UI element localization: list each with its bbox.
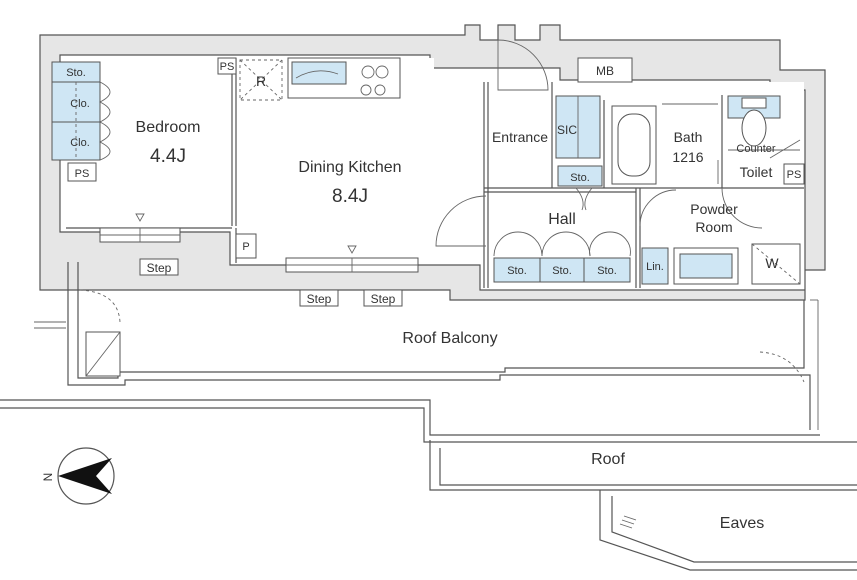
bedroom-ps-label: PS [75, 168, 90, 180]
bedroom-ps [67, 162, 97, 182]
bedroom-closets [51, 61, 111, 182]
kitchen-sink [291, 61, 347, 85]
bedroom-size: 4.4J [150, 146, 186, 167]
bath-size: 1216 [672, 149, 703, 165]
hall-storage-2-label: Sto. [552, 265, 572, 277]
compass-icon [57, 447, 115, 505]
ps-label-3: PS [787, 169, 802, 181]
dining-kitchen-label: Dining Kitchen [298, 159, 401, 176]
pipe-label: P [242, 241, 249, 253]
compass-north-label: N [41, 473, 55, 482]
hall-storage-3-label: Sto. [597, 265, 617, 277]
kitchen-window [285, 245, 419, 273]
entrance-label: Entrance [492, 129, 548, 145]
refrigerator-space [239, 59, 283, 101]
hall-storage-1-label: Sto. [507, 265, 527, 277]
bath-label: Bath [674, 129, 703, 145]
ps-label-2: PS [220, 61, 235, 73]
hall-storage-1 [493, 257, 541, 283]
kitchen-door [435, 195, 487, 247]
step-box-1 [139, 258, 179, 276]
bathtub [611, 103, 719, 185]
hall-storage-3 [583, 257, 631, 283]
kitchen-counter [287, 57, 401, 99]
entrance-door [497, 39, 549, 91]
toilet-door [721, 187, 763, 229]
pipe-box [235, 233, 257, 259]
meter-box [577, 57, 633, 83]
closet-label-1: Clo. [70, 98, 90, 110]
toilet-label: Toilet [740, 164, 773, 180]
closet-label-2: Clo. [70, 137, 90, 149]
linen-label: Lin. [646, 261, 664, 273]
step-label-2: Step [307, 292, 332, 306]
linen-storage [641, 247, 669, 285]
hall-storage-top-label: Sto. [570, 172, 590, 184]
step-box-3 [363, 289, 403, 307]
step-label-3: Step [371, 292, 396, 306]
refrigerator-label: R [256, 73, 266, 89]
powder-room-label-2: Room [695, 219, 732, 235]
bedroom-window [99, 213, 181, 243]
counter-label: Counter [736, 143, 775, 155]
eaves-label: Eaves [720, 515, 764, 532]
roof-balcony-label: Roof Balcony [402, 330, 497, 347]
shoe-closet-label: SIC [557, 123, 577, 137]
washer-label: W [765, 255, 779, 271]
roof-outline [0, 399, 857, 571]
storage-door [575, 187, 593, 211]
hall-label: Hall [548, 211, 576, 228]
step-box-2 [299, 289, 339, 307]
toilet-fixture [727, 95, 801, 159]
hall-closet-doors [493, 231, 631, 257]
ps-box-3 [783, 163, 805, 185]
step-label-1: Step [147, 261, 172, 275]
powder-room-label-1: Powder [690, 201, 738, 217]
bedroom-label: Bedroom [136, 119, 201, 136]
meter-box-label: MB [596, 64, 614, 78]
roof-label: Roof [591, 451, 625, 468]
bedroom-closet-2 [51, 121, 101, 161]
hall-storage-top [557, 165, 603, 187]
ps-box-2 [217, 57, 237, 75]
roof-balcony-outline [34, 262, 819, 430]
powder-door [639, 189, 677, 227]
dining-kitchen-size: 8.4J [332, 186, 368, 207]
bedroom-sto-label: Sto. [66, 67, 86, 79]
